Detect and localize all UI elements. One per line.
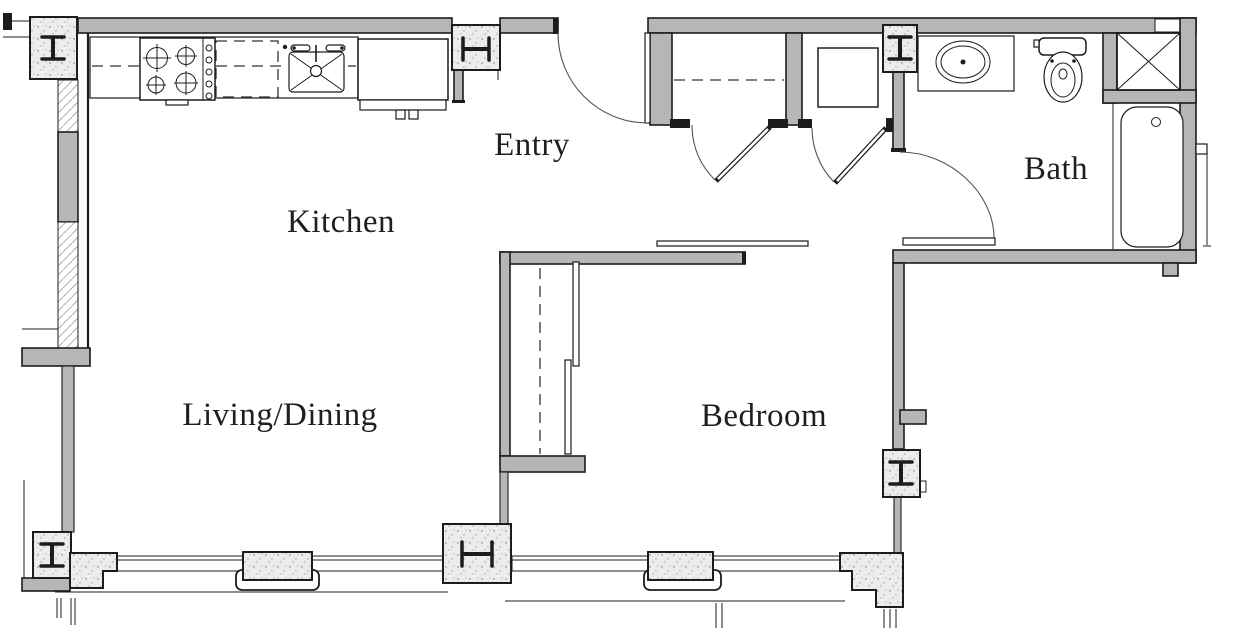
wall-bedroom-right-lower <box>893 496 902 554</box>
sliding-panel-2 <box>564 359 572 455</box>
wall-closet-return <box>499 455 586 473</box>
wall-bedroom-right-stub <box>899 409 927 425</box>
refrigerator-handle-left <box>395 109 406 120</box>
room-labels: Kitchen Entry Bath Living/Dining Bedroom <box>182 127 1088 434</box>
window-wall-lower <box>57 221 79 349</box>
wall-bedroom-top <box>499 251 746 265</box>
window-wall-upper <box>57 79 79 133</box>
faucet-handle-right <box>325 44 346 52</box>
wall-entry-right <box>892 71 905 151</box>
refrigerator-handle-right <box>408 109 419 120</box>
toilet <box>1033 37 1087 103</box>
wall-end-cap <box>553 18 558 34</box>
wall-entry-right-cap <box>891 148 906 152</box>
window-mullion-1 <box>242 551 313 581</box>
faucet-handle-left <box>290 44 311 52</box>
wall-bath-bottom <box>892 249 1197 264</box>
utility-appliance <box>817 47 879 108</box>
vanity-sink <box>917 35 1015 92</box>
wall-left-jog <box>21 347 91 367</box>
wall-closet-left <box>649 32 673 126</box>
tub-outline <box>1120 106 1184 248</box>
label-entry: Entry <box>494 127 570 163</box>
closet1-jamb-right <box>768 119 788 128</box>
sliding-panel-1 <box>572 261 580 367</box>
column-top-right <box>882 24 918 73</box>
bath-door <box>899 151 996 246</box>
kitchen-sink <box>282 44 346 93</box>
entry-closet-door <box>691 124 772 183</box>
bath-door-leaf <box>902 237 996 246</box>
wall-left-solid <box>57 131 79 223</box>
entry-area <box>557 32 888 247</box>
column-top-middle <box>451 24 501 71</box>
windows <box>55 551 904 628</box>
refrigerator <box>357 38 449 120</box>
entry-door-swing <box>557 32 649 124</box>
railing-ticks <box>56 598 897 628</box>
column-tick <box>919 480 927 493</box>
wall-top-entry <box>499 17 559 34</box>
closet2-jamb-left <box>798 119 812 128</box>
kitchen-fixtures <box>89 36 449 120</box>
wall-notch <box>1154 18 1181 33</box>
wall-stub-down <box>1162 262 1179 277</box>
wall-divider-lower <box>499 471 509 525</box>
walls <box>3 13 1197 592</box>
entry-door <box>557 32 651 124</box>
tub-drain <box>1151 117 1161 127</box>
wall-top-right <box>647 17 1197 34</box>
closet2-hinge-stub <box>886 118 894 132</box>
column-top-left <box>29 16 78 80</box>
label-living-dining: Living/Dining <box>182 397 377 433</box>
column-bottom-left <box>32 531 72 579</box>
corner-detail-bottom-left <box>69 552 118 589</box>
entry-door-leaf <box>644 32 651 124</box>
bathroom-fixtures <box>899 32 1211 249</box>
corner-detail-bottom-right <box>839 552 904 608</box>
wall-divider <box>499 251 511 457</box>
bath-door-swing <box>899 151 995 239</box>
bedroom-closet <box>539 261 580 455</box>
bathtub <box>1112 103 1184 249</box>
label-bath: Bath <box>1024 151 1088 187</box>
toilet-flush-handle <box>1033 39 1040 48</box>
gas-range <box>139 37 216 106</box>
window-mullion-2 <box>647 551 714 581</box>
wall-left-narrow <box>61 365 75 533</box>
wall-step-line <box>463 69 499 80</box>
closet1-jamb-left <box>670 119 690 128</box>
wall-kitchen-stub-cap <box>452 100 465 103</box>
structural-columns <box>29 16 921 584</box>
wall-kitchen-stub <box>453 67 464 103</box>
column-bottom-middle <box>442 523 512 584</box>
dishwasher <box>215 40 279 98</box>
label-bedroom: Bedroom <box>701 398 827 434</box>
bedroom-sliding-door <box>656 240 809 247</box>
shower <box>1102 32 1197 104</box>
wall-left-bottom-pad <box>21 577 71 592</box>
utility-closet-door <box>811 126 888 185</box>
wall-top-kitchen <box>77 17 453 34</box>
wall-closet-divider <box>785 32 803 126</box>
right-wall-detail <box>1195 143 1211 247</box>
wall-bedroom-top-cap <box>742 252 746 264</box>
column-bedroom-right <box>882 449 921 498</box>
label-kitchen: Kitchen <box>287 204 395 240</box>
